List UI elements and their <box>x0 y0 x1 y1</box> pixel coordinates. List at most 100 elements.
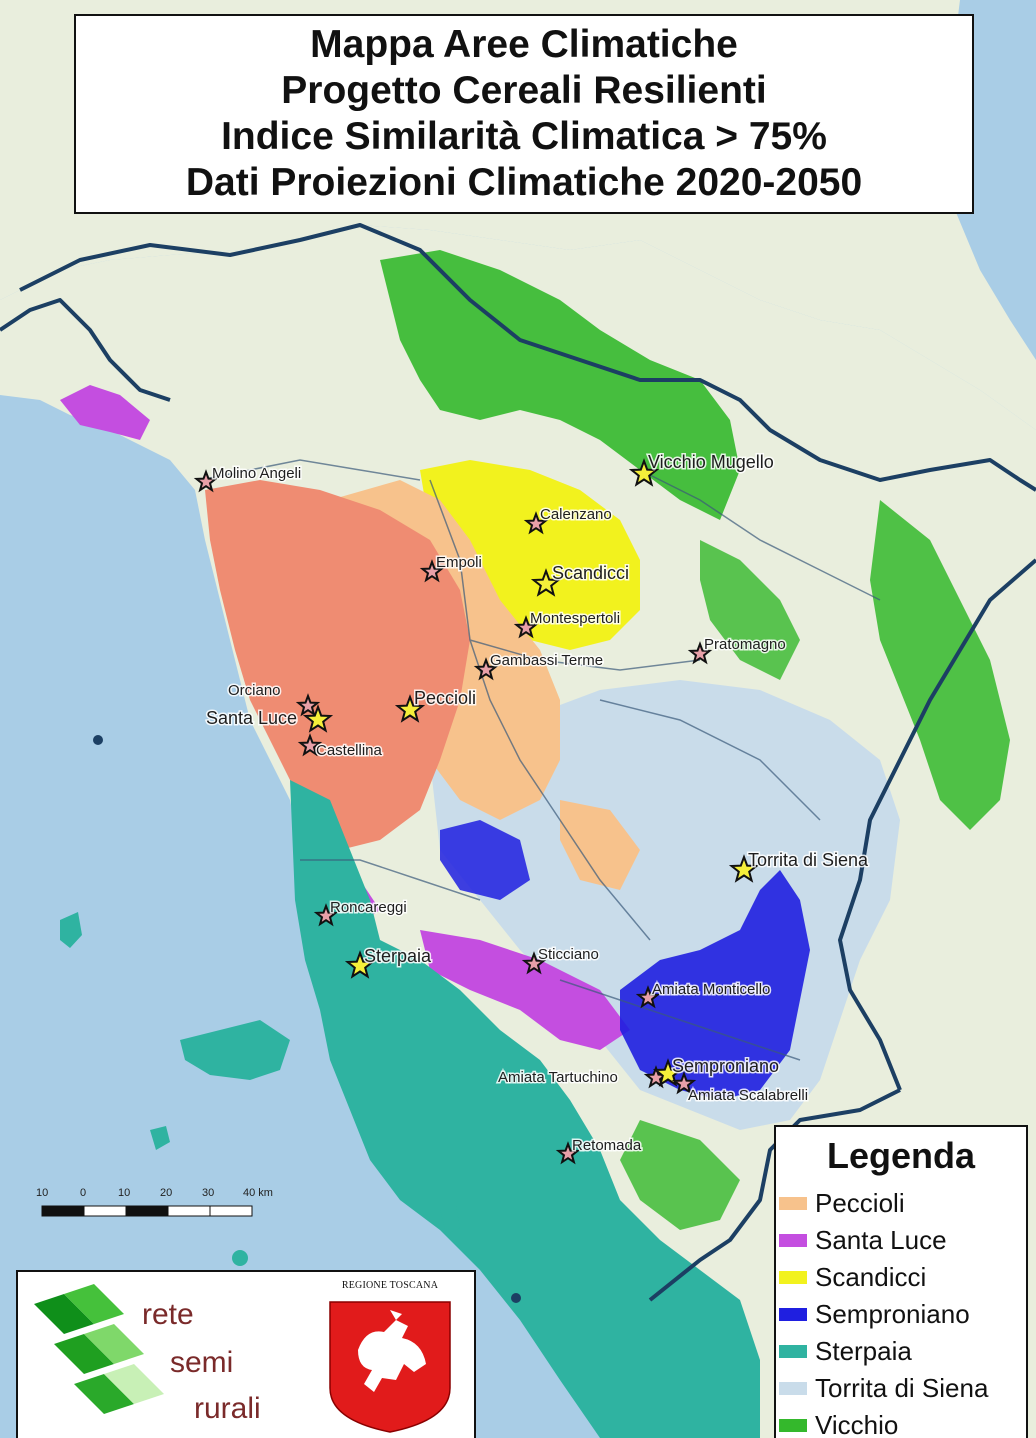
island-capraia <box>60 912 82 948</box>
zone-sterpaia <box>290 780 760 1438</box>
site-label: Scandicci <box>552 563 629 583</box>
site-label: Peccioli <box>414 688 476 708</box>
site-markers-layer: Molino Angeli Vicchio MugelloCalenzanoEmp… <box>193 451 871 1165</box>
map-title-line-2: Progetto Cereali Resilienti <box>281 69 767 112</box>
legend-swatch <box>779 1308 807 1321</box>
site-label: Orciano <box>228 682 281 699</box>
zone-santaluce-north <box>60 385 150 440</box>
site-star-icon <box>513 615 539 639</box>
scale-bar-segment <box>209 1205 253 1217</box>
scale-tick-label: 0 <box>80 1187 86 1199</box>
rete-semi-rurali-word-3: rurali <box>194 1392 261 1425</box>
island-montecristo <box>232 1250 248 1266</box>
island-giannutri <box>511 1293 521 1303</box>
zone-vicchio-east <box>870 500 1010 830</box>
site-label: Molino Angeli <box>212 465 301 482</box>
legend-swatch <box>779 1419 807 1432</box>
scale-tick-label: 10 <box>36 1187 48 1199</box>
site-star-icon <box>555 1141 581 1165</box>
zone-vicchio-south <box>620 1120 740 1230</box>
region-boundary-east <box>838 558 1036 1091</box>
scale-bar-segment <box>41 1205 85 1217</box>
site-label: Pratomagno <box>704 636 786 653</box>
site-star-icon <box>473 657 499 681</box>
legend-item: Scandicci <box>776 1259 1026 1296</box>
region-boundary-northwest <box>0 298 171 402</box>
legend-swatch <box>779 1271 807 1284</box>
zone-semproniano-west <box>440 820 530 900</box>
site-star-icon <box>671 1071 697 1095</box>
scale-tick-label: 20 <box>160 1187 172 1199</box>
zone-vicchio-north <box>380 250 740 520</box>
legend-swatch <box>779 1197 807 1210</box>
legend-item: Semproniano <box>776 1296 1026 1333</box>
site-star-icon <box>523 511 549 535</box>
site-star-icon <box>687 641 713 665</box>
site-star-icon <box>193 469 219 493</box>
logos-box: rete semi rurali REGIONE TOSCANA <box>16 1270 476 1438</box>
site-star-icon <box>313 903 339 927</box>
site-star-icon <box>530 568 562 597</box>
legend-item: Santa Luce <box>776 1222 1026 1259</box>
legend-item: Torrita di Siena <box>776 1370 1026 1407</box>
legend-swatch <box>779 1234 807 1247</box>
island-elba <box>180 1020 290 1080</box>
scale-tick-label: 40 km <box>243 1187 273 1199</box>
zone-santaluce-south <box>420 930 630 1050</box>
regione-toscana-caption: REGIONE TOSCANA <box>341 1280 439 1291</box>
legend-label: Scandicci <box>815 1262 927 1292</box>
legend-label: Peccioli <box>815 1188 905 1218</box>
site-label: Gambassi Terme <box>490 652 603 669</box>
site-star-icon <box>728 854 760 883</box>
site-label: Empoli <box>436 554 482 571</box>
island-gorgona <box>93 735 103 745</box>
regione-toscana-logo: REGIONE TOSCANA <box>318 1280 462 1436</box>
site-label: Roncareggi <box>330 899 407 916</box>
site-star-icon <box>344 950 376 979</box>
rete-semi-rurali-logo-mark <box>34 1284 164 1414</box>
site-star-icon <box>521 951 547 975</box>
legend-label: Semproniano <box>815 1299 970 1329</box>
site-label: Montespertoli <box>530 610 620 627</box>
site-label: Retomada <box>572 1137 642 1154</box>
legend-item: Sterpaia <box>776 1333 1026 1370</box>
legend-swatch <box>779 1382 807 1395</box>
region-boundary-tuscany <box>19 223 1036 492</box>
site-star-icon <box>297 733 323 757</box>
site-label: Amiata Tartuchino <box>498 1069 618 1086</box>
site-label: Santa Luce <box>206 708 297 728</box>
region-boundary-south <box>648 1088 901 1302</box>
site-star-icon <box>652 1058 684 1087</box>
site-label: Sticciano <box>538 946 599 963</box>
site-label: Amiata Monticello <box>652 981 770 998</box>
zone-semproniano <box>620 870 810 1100</box>
scale-bar-segment <box>125 1205 169 1217</box>
site-label: Castellina <box>316 742 383 759</box>
regione-toscana-shield-icon <box>329 1301 451 1433</box>
site-label: Torrita di Siena <box>748 850 869 870</box>
zone-salmon <box>205 480 470 850</box>
site-star-icon <box>295 693 321 717</box>
site-label: Vicchio Mugello <box>648 452 774 472</box>
map-title-box: Mappa Aree Climatiche Progetto Cereali R… <box>74 14 974 214</box>
map-title-line-1: Mappa Aree Climatiche <box>310 23 738 66</box>
scale-tick-label: 30 <box>202 1187 214 1199</box>
legend-label: Torrita di Siena <box>815 1373 989 1403</box>
legend-label: Vicchio <box>815 1410 899 1438</box>
site-label: Amiata Scalabrelli <box>688 1087 808 1104</box>
rete-semi-rurali-word-1: rete <box>142 1298 194 1331</box>
site-star-icon <box>302 704 334 733</box>
legend-item: Vicchio <box>776 1407 1026 1438</box>
map-title-line-3: Indice Similarità Climatica > 75% <box>221 115 827 158</box>
site-star-icon <box>419 559 445 583</box>
site-star-icon <box>628 458 660 487</box>
site-label: Calenzano <box>540 506 612 523</box>
zone-vicchio-mid <box>700 540 800 680</box>
legend-swatch <box>779 1345 807 1358</box>
scale-bar: 10 0 10 20 30 40 km <box>36 1187 273 1217</box>
scale-tick-label: 10 <box>118 1187 130 1199</box>
map-title-line-4: Dati Proiezioni Climatiche 2020-2050 <box>185 161 863 204</box>
